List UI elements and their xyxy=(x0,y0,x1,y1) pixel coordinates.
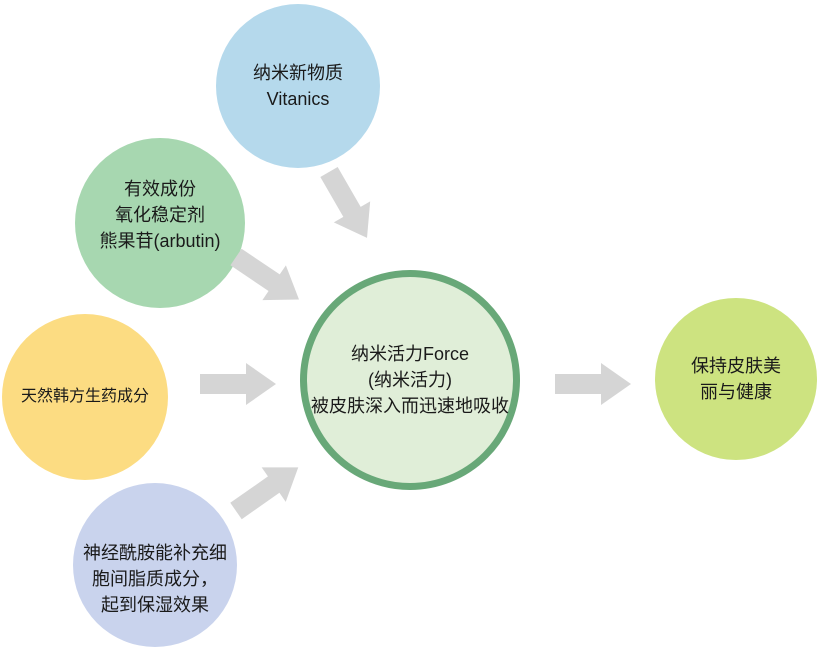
node-line: 起到保湿效果 xyxy=(101,595,209,615)
node-arbutin-text: 有效成份 氧化稳定剂 熊果苷(arbutin) xyxy=(99,176,220,254)
arrow-vitanics-to-core-icon xyxy=(320,167,371,238)
node-result: 保持皮肤美 丽与健康 xyxy=(655,298,817,460)
arrow-core-to-result-icon xyxy=(555,363,631,405)
node-line: 丽与健康 xyxy=(700,382,772,402)
node-vitanics-text: 纳米新物质 Vitanics xyxy=(253,60,343,112)
node-line: (纳米活力) xyxy=(368,370,452,390)
node-core-text: 纳米活力Force (纳米活力) 被皮肤深入而迅速地吸收 xyxy=(311,341,509,419)
node-vitanics: 纳米新物质 Vitanics xyxy=(216,4,380,168)
node-line: 纳米新物质 xyxy=(253,63,343,83)
node-line: 熊果苷(arbutin) xyxy=(99,231,221,251)
node-line: Vitanics xyxy=(266,89,330,109)
node-herbal-text: 天然韩方生药成分 xyxy=(21,384,149,410)
node-line: 有效成份 xyxy=(124,179,196,199)
node-line: 纳米活力Force xyxy=(350,344,469,364)
node-line: 胞间脂质成分， xyxy=(92,569,218,589)
arrow-herbal-to-core-icon xyxy=(200,363,276,405)
node-ceramide-text: 神经酰胺能补充细 胞间脂质成分， 起到保湿效果 xyxy=(83,540,227,618)
node-line: 氧化稳定剂 xyxy=(115,205,205,225)
node-line: 天然韩方生药成分 xyxy=(20,388,149,405)
node-line: 神经酰胺能补充细 xyxy=(83,543,227,563)
node-core: 纳米活力Force (纳米活力) 被皮肤深入而迅速地吸收 xyxy=(300,270,520,490)
node-arbutin: 有效成份 氧化稳定剂 熊果苷(arbutin) xyxy=(75,138,245,308)
node-line: 保持皮肤美 xyxy=(691,356,781,376)
node-line: 被皮肤深入而迅速地吸收 xyxy=(311,396,509,416)
node-herbal: 天然韩方生药成分 xyxy=(2,314,168,480)
node-result-text: 保持皮肤美 丽与健康 xyxy=(691,353,781,405)
arrow-ceramide-to-core-icon xyxy=(230,467,299,520)
node-ceramide: 神经酰胺能补充细 胞间脂质成分， 起到保湿效果 xyxy=(73,483,237,647)
